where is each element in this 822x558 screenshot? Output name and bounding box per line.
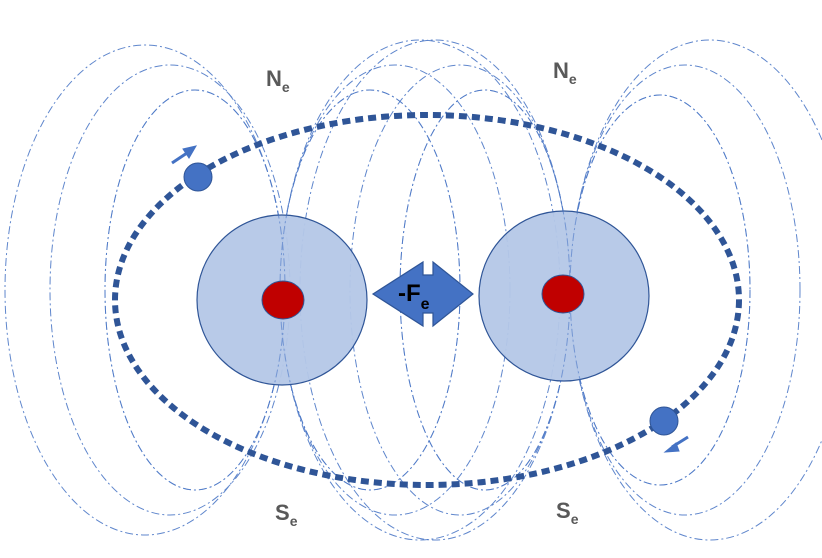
nucleus-right xyxy=(541,274,585,314)
electron-right xyxy=(649,406,679,436)
force-label: -Fe xyxy=(398,280,430,313)
motion-arrow-icon xyxy=(171,145,198,165)
field-line xyxy=(569,94,751,486)
electron-orbit xyxy=(112,112,742,488)
pole-label-sub: e xyxy=(282,79,290,95)
pole-label-sub: e xyxy=(290,513,298,529)
pole-label-main: N xyxy=(553,58,569,83)
electron-left xyxy=(183,162,213,192)
motion-arrow-icon xyxy=(663,435,689,453)
force-label-sub: e xyxy=(421,296,430,313)
pole-label-sub: e xyxy=(571,511,579,527)
pole-label-south-right: Se xyxy=(556,498,579,527)
pole-label-main: S xyxy=(556,498,571,523)
pole-label-main: N xyxy=(266,66,282,91)
pole-label-sub: e xyxy=(569,71,577,87)
force-label-main: -F xyxy=(398,280,421,307)
nucleus-left xyxy=(261,280,305,320)
pole-label-north-right: Ne xyxy=(553,58,577,87)
pole-label-south-left: Se xyxy=(275,500,298,529)
pole-label-main: S xyxy=(275,500,290,525)
pole-label-north-left: Ne xyxy=(266,66,290,95)
double-arrow-icon xyxy=(371,260,474,328)
